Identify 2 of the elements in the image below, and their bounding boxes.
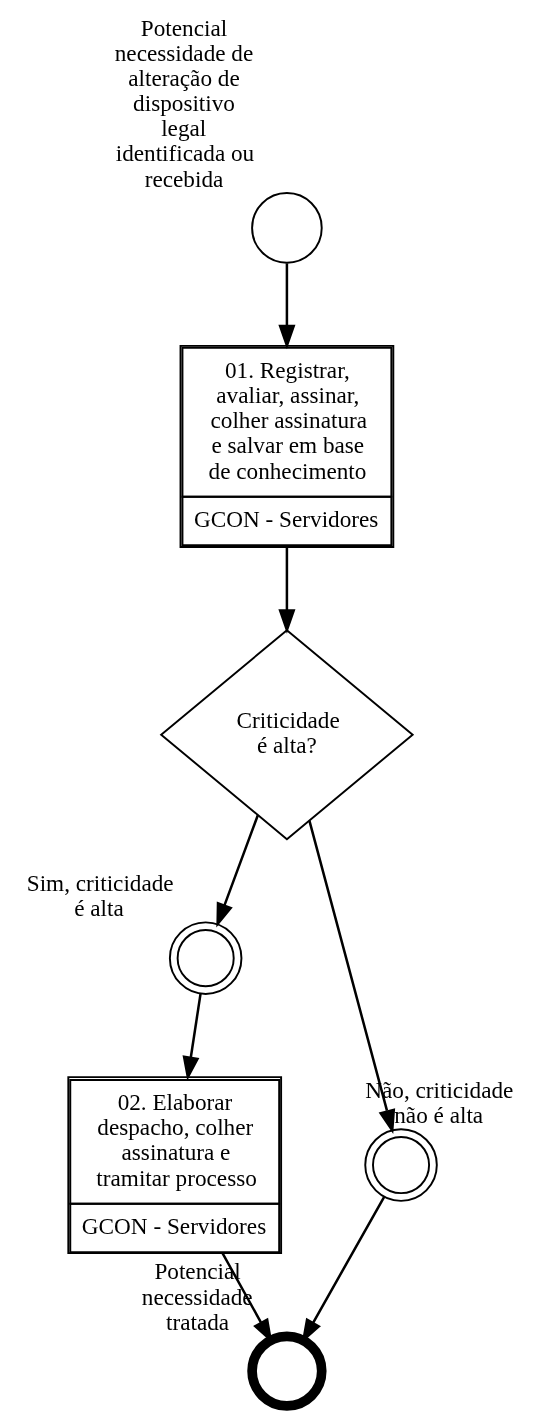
node-label: Sim, criticidade é alta [26, 869, 174, 921]
node-label: Potencial necessidade de alteração de dispositivo legal identificada ou recebida [114, 14, 255, 192]
